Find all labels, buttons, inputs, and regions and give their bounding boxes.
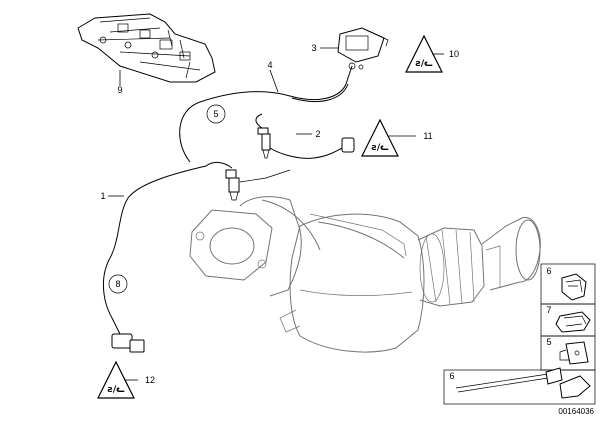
diagram-id: 00164036 (558, 407, 594, 416)
control-module-part (320, 27, 389, 85)
svg-text:ƨ/ᓚ: ƨ/ᓚ (415, 59, 433, 69)
clamp-part (561, 273, 587, 301)
reference-circle-icon (108, 274, 128, 294)
bracket-part (77, 13, 216, 86)
cable-tie-part (455, 367, 591, 399)
clip-part (555, 311, 591, 333)
svg-text:ƨ/ᓚ: ƨ/ᓚ (107, 385, 125, 395)
panel-label-6: 6 (546, 266, 551, 276)
warning-triangle-icon: ƨ/ᓚ (405, 34, 444, 73)
callout-5: 5 (213, 109, 218, 119)
reference-circle-icon (206, 104, 226, 124)
callout-8: 8 (115, 279, 120, 289)
warning-triangle-icon: ƨ/ᓚ (361, 118, 416, 157)
callout-4: 4 (267, 60, 272, 70)
callout-1: 1 (100, 191, 105, 201)
callout-3: 3 (311, 43, 316, 53)
panel-label-5: 5 (546, 337, 551, 347)
oxygen-sensor-1-part (102, 161, 291, 353)
callout-2: 2 (315, 129, 320, 139)
callout-9: 9 (117, 85, 122, 95)
catalytic-converter-part (189, 196, 541, 353)
oxygen-sensor-2-part (255, 113, 355, 159)
side-parts-panel (443, 263, 596, 405)
svg-text:ƨ/ᓚ: ƨ/ᓚ (371, 143, 389, 153)
callout-10: 10 (449, 49, 459, 59)
panel-label-6b: 6 (449, 371, 454, 381)
holder-part (559, 341, 589, 365)
warning-triangle-icon: ƨ/ᓚ (97, 360, 138, 399)
callout-11: 11 (423, 131, 432, 141)
panel-label-7: 7 (546, 305, 551, 315)
wiring-harness-part (179, 69, 349, 163)
callout-12: 12 (145, 375, 155, 385)
